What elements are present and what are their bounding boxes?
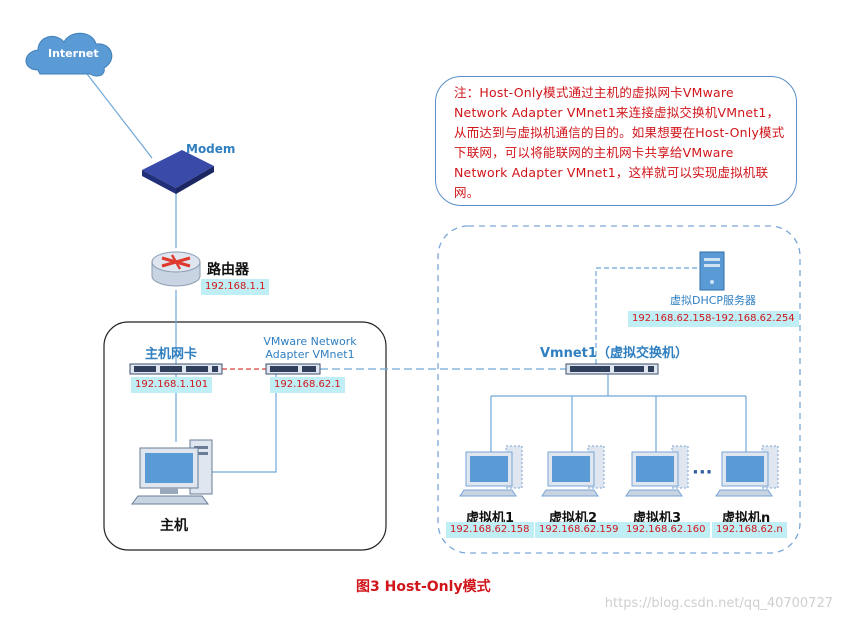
vmnet-adapter-label: VMware Network Adapter VMnet1 [258, 335, 362, 361]
vmnet-adapter-label-line1: VMware Network [263, 335, 357, 348]
host-computer-icon [131, 439, 213, 505]
vm3-computer-icon [625, 445, 689, 497]
host-boundary [103, 321, 387, 551]
router-icon [151, 251, 201, 287]
router-ip: 192.168.1.1 [201, 279, 270, 295]
vmnet-adapter-icon [265, 363, 321, 375]
wire-internet-modem [83, 69, 153, 159]
wire-vswitch-dhcp [595, 267, 700, 364]
modem-icon [142, 150, 214, 194]
vswitch-icon [565, 363, 659, 375]
vm2-computer-icon [541, 445, 605, 497]
watermark-text: https://blog.csdn.net/qq_40700727 [604, 596, 833, 611]
host-nic-ip: 192.168.1.101 [131, 377, 213, 393]
modem-label: Modem [186, 142, 236, 156]
internet-label: Internet [48, 47, 99, 60]
vswitch-label: Vmnet1（虚拟交换机） [540, 346, 688, 361]
dhcp-ip: 192.168.62.158-192.168.62.254 [628, 311, 799, 327]
vm3-ip: 192.168.62.160 [622, 522, 710, 538]
vmnet-adapter-ip: 192.168.62.1 [270, 377, 345, 393]
host-label: 主机 [160, 518, 188, 534]
vm1-ip: 192.168.62.158 [446, 522, 534, 538]
more-vms-ellipsis: ··· [692, 462, 713, 483]
server-icon [699, 251, 725, 291]
router-label: 路由器 [207, 262, 249, 278]
vmn-computer-icon [715, 445, 779, 497]
virtual-network-boundary [437, 225, 801, 554]
explanation-note: 注：Host-Only模式通过主机的虚拟网卡VMware Network Ada… [435, 76, 797, 206]
cloud-icon [25, 32, 113, 77]
dhcp-label: 虚拟DHCP服务器 [670, 294, 757, 307]
vmnet-adapter-label-line2: Adapter VMnet1 [265, 348, 355, 361]
figure-caption: 图3 Host-Only模式 [356, 579, 491, 595]
wire-adapter-host [212, 374, 277, 473]
vm1-computer-icon [459, 445, 523, 497]
vm2-ip: 192.168.62.159 [535, 522, 623, 538]
host-nic-icon [129, 363, 223, 375]
vmn-ip: 192.168.62.n [712, 522, 787, 538]
host-nic-label: 主机网卡 [145, 347, 198, 362]
